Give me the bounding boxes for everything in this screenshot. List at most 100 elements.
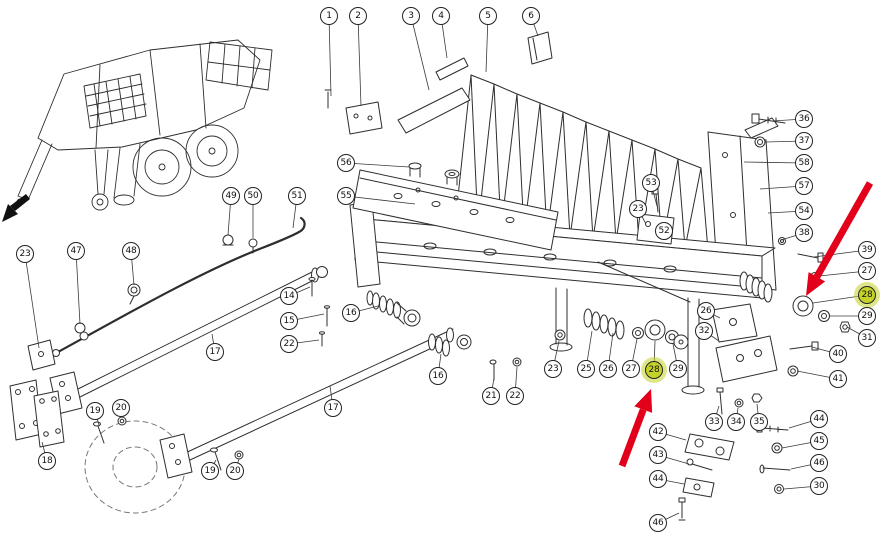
- callout-leader-line: [345, 195, 416, 205]
- callout-leader-line: [328, 15, 332, 97]
- bolt-36: [751, 113, 760, 124]
- part-callout-21[interactable]: 21: [482, 387, 500, 405]
- part-callout-57[interactable]: 57: [795, 177, 813, 195]
- callout-leader-line: [485, 15, 489, 73]
- part-callout-22[interactable]: 22: [280, 335, 298, 353]
- bolt-1: [324, 89, 332, 109]
- part-callout-54[interactable]: 54: [795, 202, 813, 220]
- right-side-parts: [739, 113, 851, 494]
- part-callout-36[interactable]: 36: [795, 110, 813, 128]
- part-callout-46[interactable]: 46: [810, 454, 828, 472]
- part-callout-37[interactable]: 37: [795, 132, 813, 150]
- washer-set-center: [554, 308, 689, 350]
- bracket-6: [527, 31, 553, 65]
- part-callout-27[interactable]: 27: [858, 262, 876, 280]
- part-callout-26[interactable]: 26: [599, 360, 617, 378]
- fasteners-33-34-35: [716, 387, 763, 415]
- plate-2: [345, 101, 383, 135]
- part-callout-23[interactable]: 23: [544, 360, 562, 378]
- part-callout-47[interactable]: 47: [67, 242, 85, 260]
- callout-leader-line: [345, 162, 410, 168]
- part-callout-16[interactable]: 16: [342, 304, 360, 322]
- part-callout-3[interactable]: 3: [402, 7, 420, 25]
- callout-leader-line: [357, 15, 362, 107]
- part-callout-38[interactable]: 38: [795, 224, 813, 242]
- highlight-zone: [83, 73, 147, 129]
- pipe-and-clamps: [27, 216, 306, 371]
- part-callout-14[interactable]: 14: [280, 287, 298, 305]
- baler-overview-inset: [2, 39, 273, 222]
- part-callout-18[interactable]: 18: [38, 452, 56, 470]
- part-callout-35[interactable]: 35: [750, 413, 768, 431]
- bracket-plates-right: [711, 303, 778, 383]
- part-callout-2[interactable]: 2: [349, 7, 367, 25]
- part-callout-51[interactable]: 51: [288, 187, 306, 205]
- part-callout-53[interactable]: 53: [642, 174, 660, 192]
- part-callout-5[interactable]: 5: [479, 7, 497, 25]
- part-callout-43[interactable]: 43: [649, 446, 667, 464]
- part-callout-15[interactable]: 15: [280, 312, 298, 330]
- callout-leader-line: [24, 253, 40, 349]
- part-callout-33[interactable]: 33: [705, 413, 723, 431]
- part-callout-4[interactable]: 4: [432, 7, 450, 25]
- breather-caps: [408, 162, 460, 186]
- part-callout-6[interactable]: 6: [522, 7, 540, 25]
- part-callout-29[interactable]: 29: [669, 360, 687, 378]
- part-callout-28-highlighted[interactable]: 28: [858, 286, 876, 304]
- part-callout-23[interactable]: 23: [16, 245, 34, 263]
- bushing-eye-upper: [308, 277, 421, 347]
- part-callout-23[interactable]: 23: [629, 200, 647, 218]
- part-callout-28-highlighted[interactable]: 28: [645, 361, 663, 379]
- part-callout-42[interactable]: 42: [649, 423, 667, 441]
- part-callout-55[interactable]: 55: [337, 187, 355, 205]
- plate-23-left: [27, 339, 56, 371]
- part-callout-26[interactable]: 26: [697, 302, 715, 320]
- part-callout-41[interactable]: 41: [829, 370, 847, 388]
- callout-leader-line: [410, 15, 430, 91]
- part-callout-17[interactable]: 17: [324, 399, 342, 417]
- part-callout-25[interactable]: 25: [577, 360, 595, 378]
- link-cluster: [678, 433, 735, 521]
- part-callout-22[interactable]: 22: [506, 387, 524, 405]
- part-callout-20[interactable]: 20: [112, 399, 130, 417]
- part-callout-30[interactable]: 30: [810, 477, 828, 495]
- part-callout-16[interactable]: 16: [429, 367, 447, 385]
- wedge-3: [397, 87, 471, 134]
- highlighted-ring-center: [644, 319, 666, 341]
- wedge-4: [435, 57, 469, 81]
- part-callout-1[interactable]: 1: [320, 7, 338, 25]
- part-callout-32[interactable]: 32: [695, 322, 713, 340]
- direction-arrow-icon: [2, 194, 30, 222]
- part-callout-34[interactable]: 34: [727, 413, 745, 431]
- part-callout-20[interactable]: 20: [226, 462, 244, 480]
- part-callout-44[interactable]: 44: [810, 410, 828, 428]
- part-callout-19[interactable]: 19: [86, 402, 104, 420]
- bolt-pairs: [93, 357, 522, 471]
- part-callout-17[interactable]: 17: [206, 343, 224, 361]
- part-callout-19[interactable]: 19: [201, 462, 219, 480]
- part-callout-58[interactable]: 58: [795, 154, 813, 172]
- part-callout-50[interactable]: 50: [244, 187, 262, 205]
- part-callout-45[interactable]: 45: [810, 432, 828, 450]
- part-callout-27[interactable]: 27: [622, 360, 640, 378]
- part-callout-39[interactable]: 39: [858, 241, 876, 259]
- part-callout-44[interactable]: 44: [649, 470, 667, 488]
- part-callout-31[interactable]: 31: [858, 329, 876, 347]
- callout-leader-line: [743, 161, 805, 164]
- part-callout-40[interactable]: 40: [829, 345, 847, 363]
- part-callout-48[interactable]: 48: [122, 242, 140, 260]
- front-wheel: [185, 124, 239, 178]
- top-small-parts: [324, 31, 553, 135]
- part-callout-29[interactable]: 29: [858, 307, 876, 325]
- part-callout-49[interactable]: 49: [222, 187, 240, 205]
- part-callout-52[interactable]: 52: [655, 222, 673, 240]
- part-callout-56[interactable]: 56: [337, 154, 355, 172]
- table-panel: [352, 162, 559, 251]
- tie-rod-lower: [159, 327, 472, 479]
- top-rack: [205, 41, 273, 91]
- callout-leader-line: [75, 250, 81, 325]
- part-callout-46[interactable]: 46: [649, 514, 667, 532]
- highlighted-ring-right: [792, 295, 814, 317]
